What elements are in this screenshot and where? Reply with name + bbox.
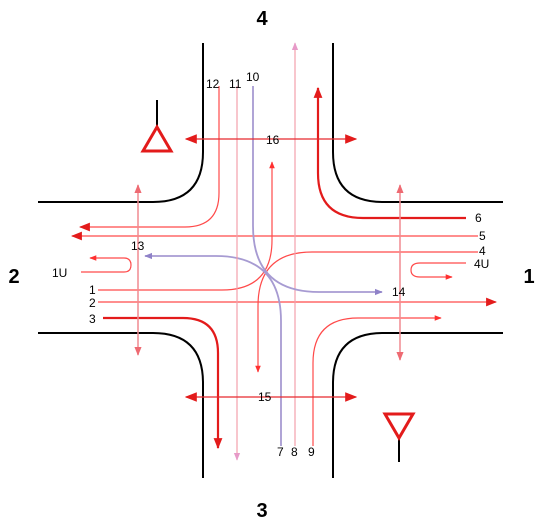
movement-label-9: 9 [308,445,315,459]
yield-sign-southeast [382,412,416,462]
curb-northeast [332,43,503,203]
movement-label-1u: 1U [52,266,67,280]
yield-triangle-icon [140,124,174,153]
curb-northwest [38,43,204,203]
movement-7-path [144,252,282,446]
movement-label-12: 12 [206,77,220,91]
curb-southeast [332,332,503,478]
movement-labels: 1 2 3 4 5 6 7 8 9 10 11 12 13 14 15 16 1… [52,70,489,459]
movement-6-path [313,86,466,220]
approach-label-north: 4 [256,8,268,30]
movement-label-8: 8 [291,445,298,459]
movement-label-10: 10 [246,70,260,84]
pedestrian-crossings [134,134,404,402]
movement-label-3: 3 [89,312,96,326]
movement-label-6: 6 [475,211,482,225]
approach-label-south: 3 [256,500,267,522]
approach-label-east: 1 [523,266,534,288]
movement-4u-path [410,262,466,280]
movement-3-path [103,316,223,450]
movement-10-path [252,86,383,296]
movement-1u-path [81,255,132,273]
movement-label-2: 2 [89,296,96,310]
movement-1-path [98,161,275,291]
movement-label-15: 15 [258,390,272,404]
movement-label-14: 14 [392,285,406,299]
movement-12-path [78,86,220,232]
approach-label-west: 2 [8,266,19,288]
movement-label-16: 16 [266,133,280,147]
movement-label-7: 7 [277,445,284,459]
movement-4-path [255,251,478,373]
movement-label-11: 11 [229,77,242,91]
approach-labels: 4 3 2 1 [8,8,534,522]
yield-sign-northwest [140,100,174,153]
movement-label-1: 1 [89,283,96,297]
movement-label-5: 5 [479,229,486,243]
curb-southwest [38,332,204,478]
movement-label-13: 13 [131,239,145,253]
movement-9-path [312,315,442,446]
movement-label-4u: 4U [474,257,489,271]
yield-triangle-icon [382,412,416,441]
curbs [38,43,503,478]
movement-label-4: 4 [479,244,486,258]
